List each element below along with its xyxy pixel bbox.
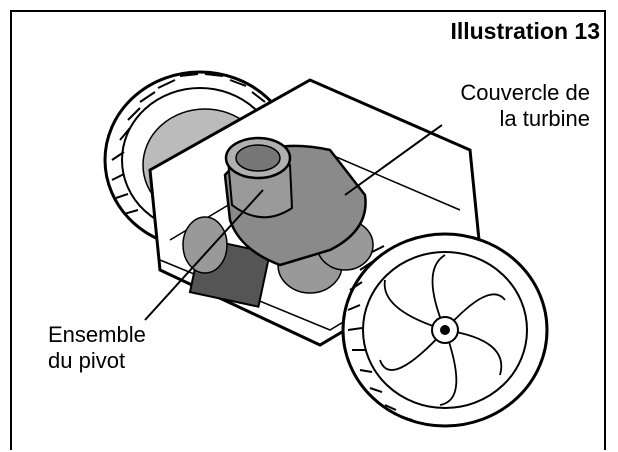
pivot-label-line1: Ensemble — [48, 322, 146, 347]
pivot-assembly-label: Ensemble du pivot — [48, 322, 208, 374]
turbine-cover-label-line2: la turbine — [499, 106, 590, 131]
right-wheel — [341, 232, 549, 428]
turbine-cover-label: Couvercle de la turbine — [410, 80, 590, 132]
pivot-assembly — [224, 136, 294, 219]
pivot-leader — [144, 189, 264, 321]
turbine-cover-leader — [344, 124, 443, 196]
turbine-cover-label-line1: Couvercle de — [460, 80, 590, 105]
figure-title: Illustration 13 — [450, 18, 600, 44]
figure-frame — [10, 10, 606, 450]
pivot-label-line2: du pivot — [48, 348, 126, 373]
